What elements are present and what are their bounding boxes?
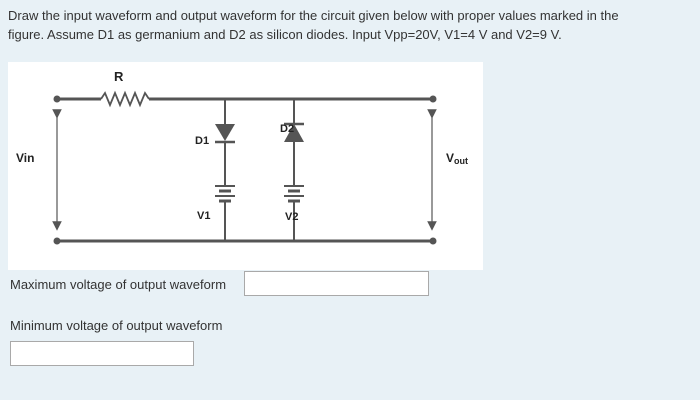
question-text: Draw the input waveform and output wavef… [8, 6, 688, 44]
battery-v2 [284, 185, 304, 203]
vin-label: Vin [16, 151, 34, 165]
v2-label: V2 [285, 211, 298, 223]
max-voltage-input[interactable] [244, 271, 429, 296]
diode-d2 [284, 124, 304, 142]
min-voltage-label: Minimum voltage of output waveform [10, 318, 223, 333]
d2-label: D2 [280, 123, 294, 135]
resistor-symbol [100, 90, 150, 108]
resistor-label: R [114, 69, 124, 84]
vin-top-terminal [53, 95, 61, 103]
v1-label: V1 [197, 210, 210, 222]
vout-label: Vout [446, 151, 468, 166]
d1-label: D1 [195, 135, 209, 147]
question-line-2: figure. Assume D1 as germanium and D2 as… [8, 27, 562, 42]
vout-top-terminal [429, 95, 437, 103]
circuit-diagram: R Vin Vout D1 D2 V1 V2 [8, 62, 483, 270]
vin-bottom-terminal [53, 237, 61, 245]
battery-v1 [215, 185, 235, 203]
diode-d1 [215, 124, 235, 141]
max-voltage-label: Maximum voltage of output waveform [10, 277, 227, 292]
min-voltage-input[interactable] [10, 341, 194, 366]
branch-d2-v2 [284, 99, 304, 241]
vout-bottom-terminal [429, 237, 437, 245]
top-wire [57, 90, 435, 108]
branch-d1-v1 [215, 99, 235, 241]
question-line-1: Draw the input waveform and output wavef… [8, 8, 619, 23]
